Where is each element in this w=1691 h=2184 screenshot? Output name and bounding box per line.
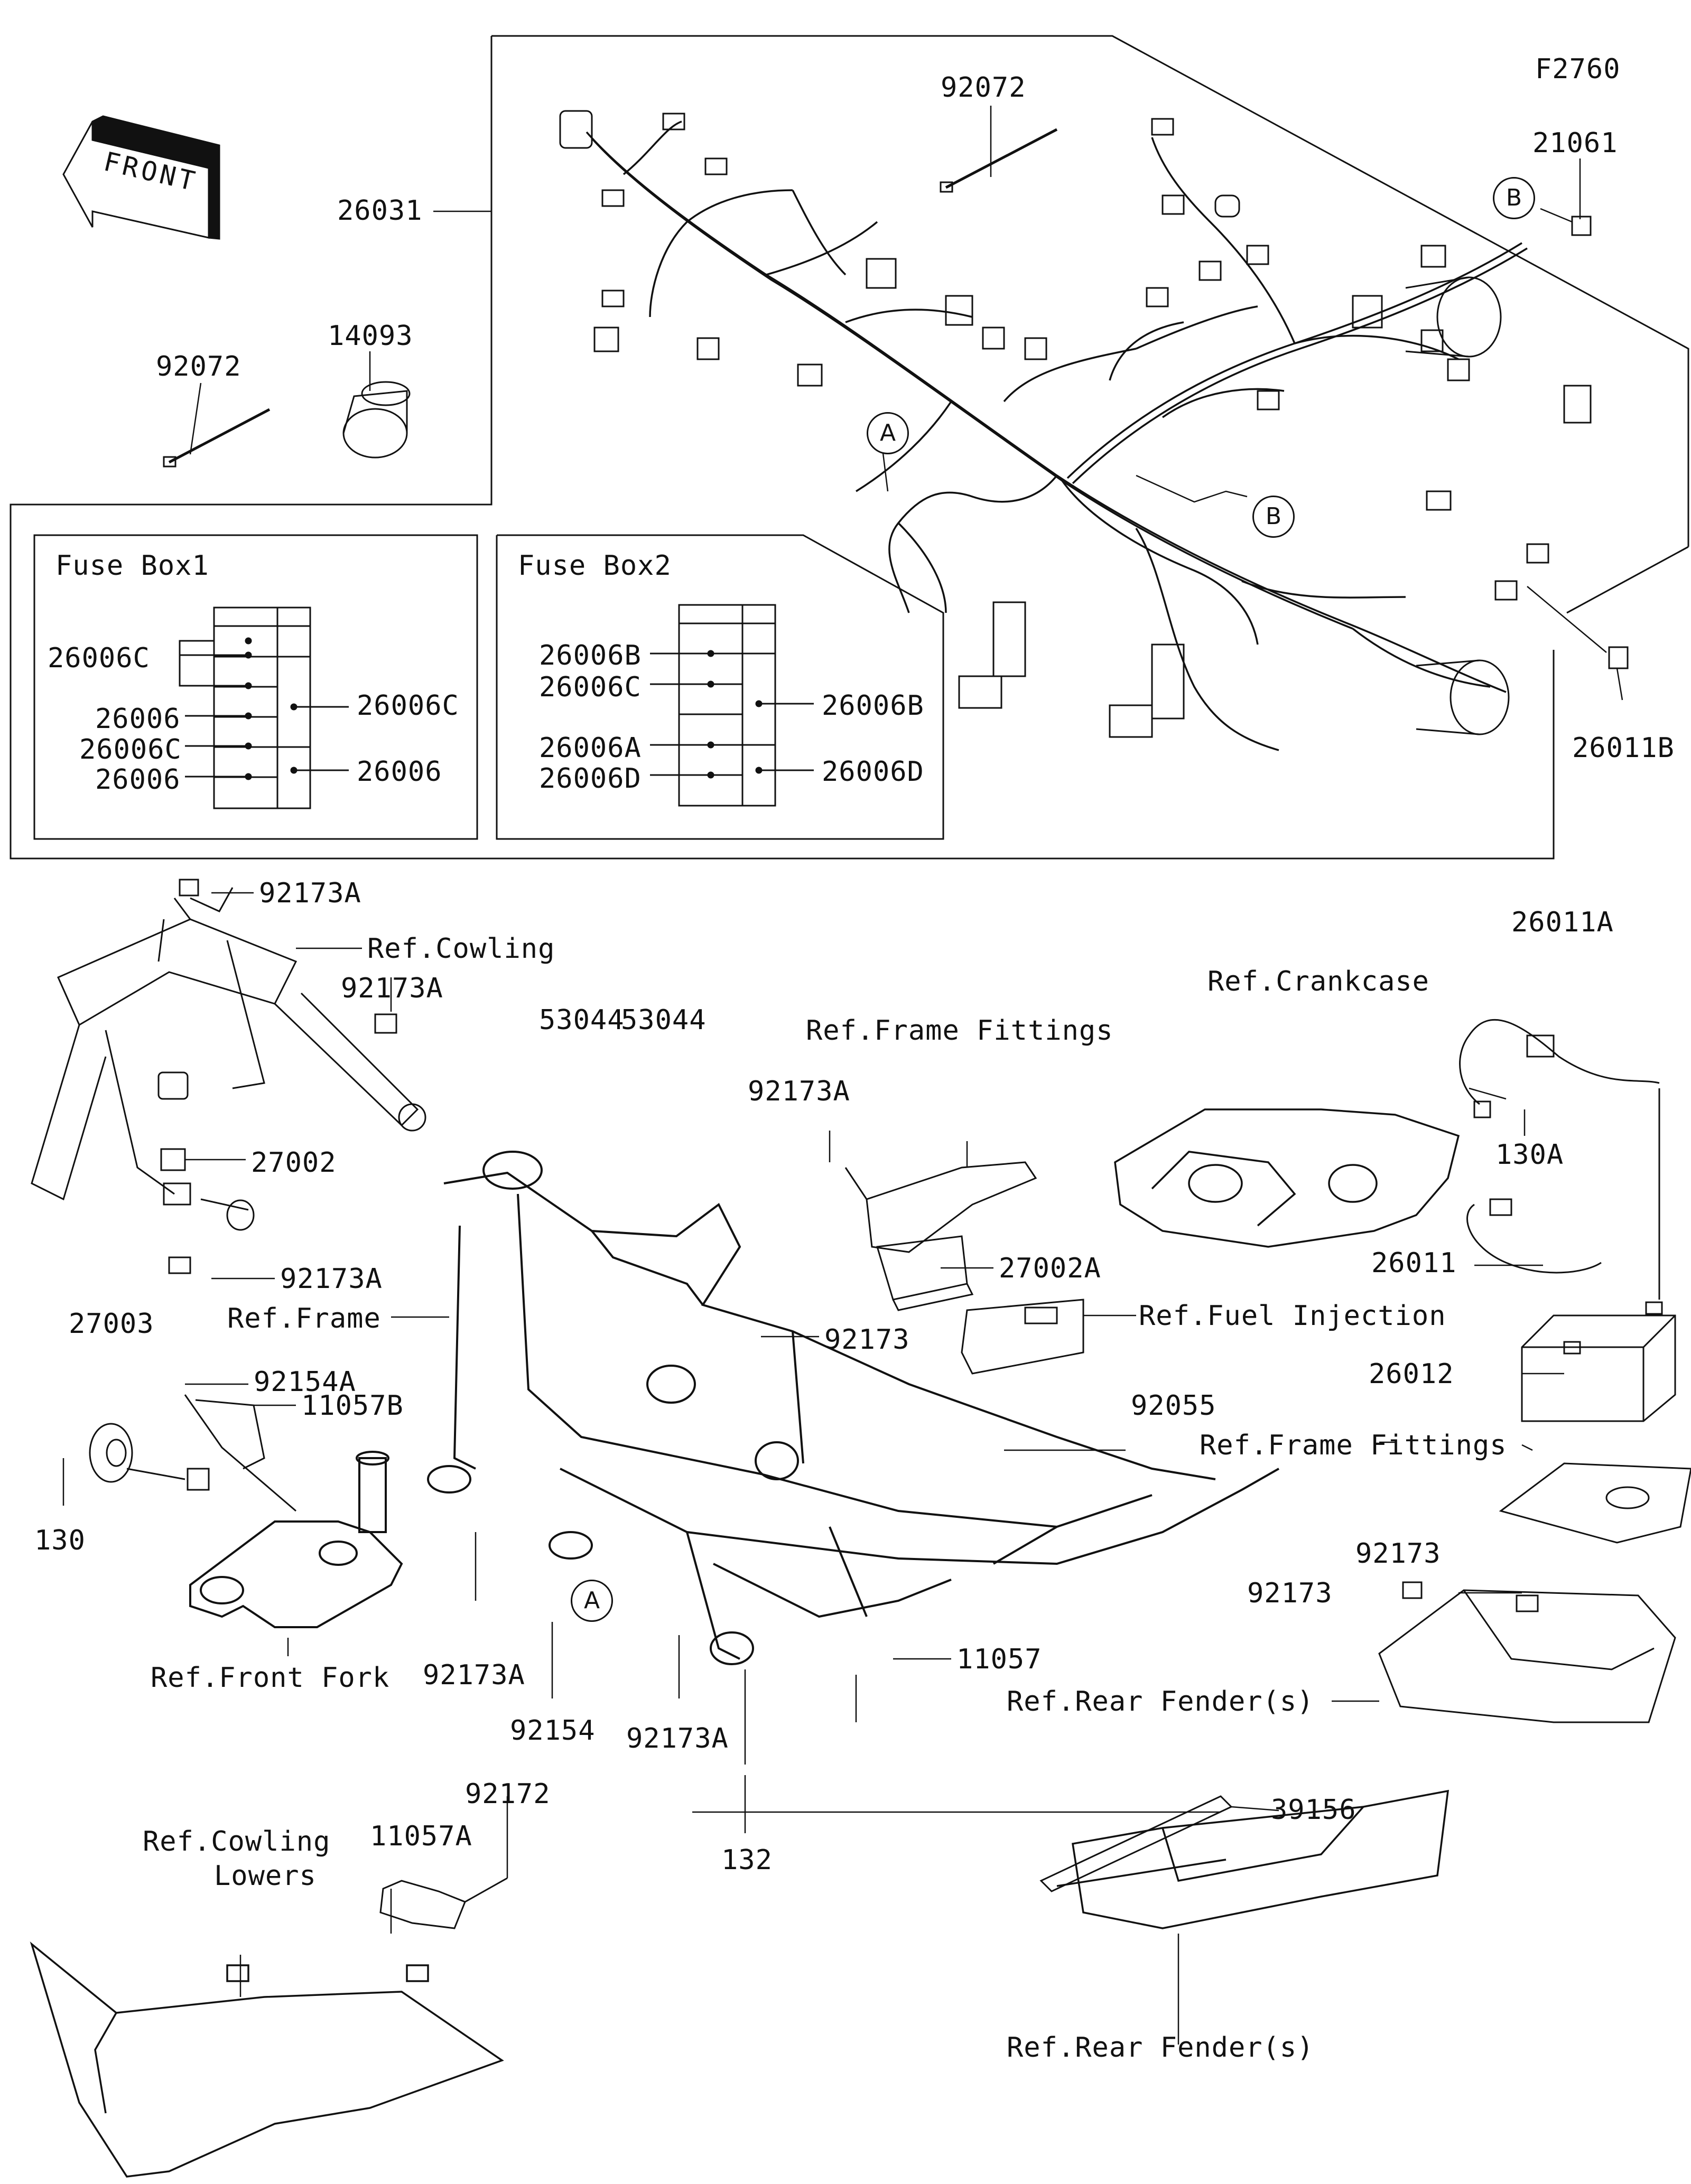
part-14093-label: 14093 [328, 320, 413, 352]
battery-cable-26011A-icon [1460, 1020, 1659, 1300]
tie-wrap-top-icon [941, 129, 1057, 192]
part-11057A-label: 11057A [370, 1821, 472, 1852]
part-39156-label: 39156 [1271, 1794, 1356, 1826]
callout-a-harness: A [867, 412, 909, 454]
horn-icon [90, 1424, 209, 1490]
part-53044-b-label: 53044 [621, 1004, 707, 1036]
fuel-injection-cover-icon [962, 1300, 1083, 1374]
harness-panel-outline [11, 36, 1688, 858]
callout-b-harness: B [1252, 496, 1295, 538]
ref-rear-fender-2-label: Ref.Rear Fender(s) [1007, 2032, 1314, 2064]
part-92072-top-label: 92072 [941, 72, 1026, 104]
part-92173-c-label: 92173 [1247, 1578, 1333, 1609]
ref-frame-label: Ref.Frame [227, 1303, 381, 1334]
ecu-27002A-icon [877, 1236, 972, 1310]
main-wire-harness [587, 122, 1527, 750]
fuse-box2-left-label-2: 26006C [539, 671, 642, 703]
fuse-box2-title: Fuse Box2 [518, 550, 672, 582]
fuse-box2-right-label-2: 26006D [822, 756, 924, 788]
bracket-11057B-icon [185, 1395, 296, 1511]
cowling-lowers-icon [32, 1944, 502, 2177]
crankcase-icon [1115, 1109, 1458, 1247]
part-27003-label: 27003 [69, 1308, 154, 1340]
fuse-box2-frame [497, 535, 943, 839]
ref-cowling-label: Ref.Cowling [367, 933, 555, 965]
part-21061-label: 21061 [1532, 127, 1618, 159]
leader-lines-upper [190, 106, 1622, 700]
part-92173A-1-label: 92173A [259, 878, 361, 909]
part-92173A-3-label: 92173A [280, 1263, 383, 1295]
ref-frame-fittings-1-label: Ref.Frame Fittings [806, 1015, 1113, 1047]
part-92172-label: 92172 [465, 1778, 551, 1810]
fuse-box2-left-label-1: 26006B [539, 640, 642, 671]
frame-fittings-bracket-icon [846, 1162, 1036, 1252]
frame-icon [428, 1152, 1279, 1664]
ref-cowling-lowers-label-2: Lowers [214, 1860, 317, 1892]
part-130-label: 130 [34, 1525, 86, 1556]
fuse-box1-frame [34, 535, 477, 839]
bracket-11057A-icon [380, 1878, 507, 1928]
part-26012-label: 26012 [1369, 1358, 1454, 1390]
clamp-26011B-icon [1609, 647, 1628, 668]
tie-wrap-left-icon [164, 409, 270, 466]
part-11057-label: 11057 [956, 1644, 1042, 1675]
part-11057B-label: 11057B [301, 1390, 404, 1422]
leader-lines-lower [63, 893, 1564, 2045]
battery-cable-26011-icon [1467, 1199, 1602, 1273]
part-92055-label: 92055 [1131, 1390, 1216, 1422]
figure-code: F2760 [1535, 53, 1621, 85]
ref-frame-fittings-2-label: Ref.Frame Fittings [1200, 1430, 1507, 1461]
part-27002A-label: 27002A [999, 1253, 1101, 1284]
part-92173-a-label: 92173 [824, 1324, 910, 1356]
part-92072-left-label: 92072 [156, 351, 241, 382]
front-fork-icon [190, 1452, 402, 1627]
part-26031-label: 26031 [337, 195, 423, 227]
fuse-box1-right-label-1: 26006C [357, 690, 459, 722]
fuse-box1-left-label-1: 26006C [48, 642, 150, 674]
part-92173A-2-label: 92173A [341, 973, 443, 1004]
rear-fender-icon [1057, 1791, 1448, 1928]
cap-14093-icon [343, 382, 410, 458]
front-arrow-icon [63, 116, 219, 239]
part-92154A-label: 92154A [254, 1366, 356, 1398]
battery-case-icon [1379, 1582, 1675, 1722]
fuse-box1-left-label-3: 26006C [79, 734, 182, 766]
part-92173A-4-label: 92173A [748, 1076, 850, 1107]
relay-27002-icon [161, 1149, 185, 1170]
part-53044-a-label: 53044 [539, 1004, 625, 1036]
part-26011B-label: 26011B [1572, 732, 1675, 764]
ref-cowling-lowers-label-1: Ref.Cowling [143, 1826, 331, 1858]
part-26011A-label: 26011A [1511, 907, 1614, 938]
fuse-box2-left-label-4: 26006D [539, 763, 642, 795]
callout-a-frame: A [571, 1580, 613, 1622]
upper-cowling-bracket [32, 880, 425, 1273]
fuse-box1-right-label-2: 26006 [357, 756, 442, 788]
clamp-21061-icon [1572, 217, 1591, 235]
battery-26012-icon [1522, 1302, 1675, 1421]
fuse-box2-left-label-3: 26006A [539, 732, 642, 764]
part-130A-label: 130A [1495, 1139, 1564, 1171]
part-92173A-6-label: 92173A [626, 1723, 729, 1754]
fuse-box1-left-label-4: 26006 [95, 764, 181, 796]
part-27002-label: 27002 [251, 1147, 337, 1179]
fuse-box2-right-label-1: 26006B [822, 690, 924, 722]
part-92173-b-label: 92173 [1355, 1538, 1441, 1570]
fuse-box1-left-label-2: 26006 [95, 703, 181, 735]
ref-front-fork-label: Ref.Front Fork [151, 1662, 390, 1694]
harness-connectors [560, 111, 1591, 737]
part-92154-label: 92154 [510, 1715, 596, 1747]
fuse-box1-title: Fuse Box1 [55, 550, 209, 582]
part-26011-label: 26011 [1371, 1247, 1457, 1279]
callout-b-clamp: B [1493, 177, 1535, 219]
part-92173A-5-label: 92173A [423, 1659, 525, 1691]
ref-crankcase-label: Ref.Crankcase [1207, 966, 1429, 997]
ref-fuel-injection-label: Ref.Fuel Injection [1139, 1300, 1446, 1332]
part-132-label: 132 [721, 1844, 773, 1876]
ref-rear-fender-1-label: Ref.Rear Fender(s) [1007, 1686, 1314, 1718]
battery-tray-cover-icon [1501, 1463, 1691, 1543]
